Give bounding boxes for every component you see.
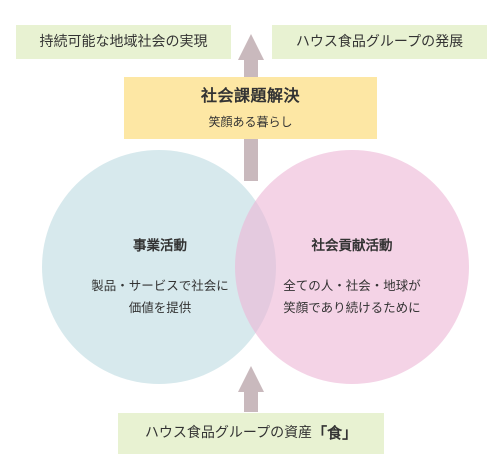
- business-activity-circle: [42, 150, 276, 384]
- business-activity-line-2: 価値を提供: [128, 299, 192, 315]
- goal-group-development: ハウス食品グループの発展: [272, 25, 487, 59]
- social-contribution-line-1: 全ての人・社会・地球が: [283, 278, 421, 293]
- core-subtitle: 笑顔ある暮らし: [208, 114, 293, 129]
- social-contribution-title: 社会貢献活動: [311, 238, 393, 254]
- social-contribution-line-2: 笑顔であり続けるために: [283, 299, 421, 315]
- goal-group-development-label: ハウス食品グループの発展: [295, 33, 464, 50]
- goal-sustainable-community: 持続可能な地域社会の実現: [16, 25, 231, 59]
- social-contribution-description: 全ての人・社会・地球が 笑顔であり続けるために: [237, 275, 467, 319]
- business-activity-title: 事業活動: [133, 238, 187, 254]
- social-contribution-circle: [235, 150, 469, 384]
- arrow-up-bottom-icon: [238, 366, 264, 412]
- group-asset-emphasis: 「食」: [312, 423, 358, 442]
- core-title: 社会課題解決: [200, 85, 300, 105]
- business-activity-line-1: 製品・サービスで社会に: [91, 278, 229, 293]
- goal-sustainable-community-label: 持続可能な地域社会の実現: [39, 33, 208, 50]
- group-asset-box: ハウス食品グループの資産「食」: [118, 413, 384, 454]
- business-activity-description: 製品・サービスで社会に 価値を提供: [45, 275, 275, 319]
- core-social-issue-box: 社会課題解決 笑顔ある暮らし: [124, 77, 377, 139]
- group-asset-prefix: ハウス食品グループの資産: [144, 425, 313, 442]
